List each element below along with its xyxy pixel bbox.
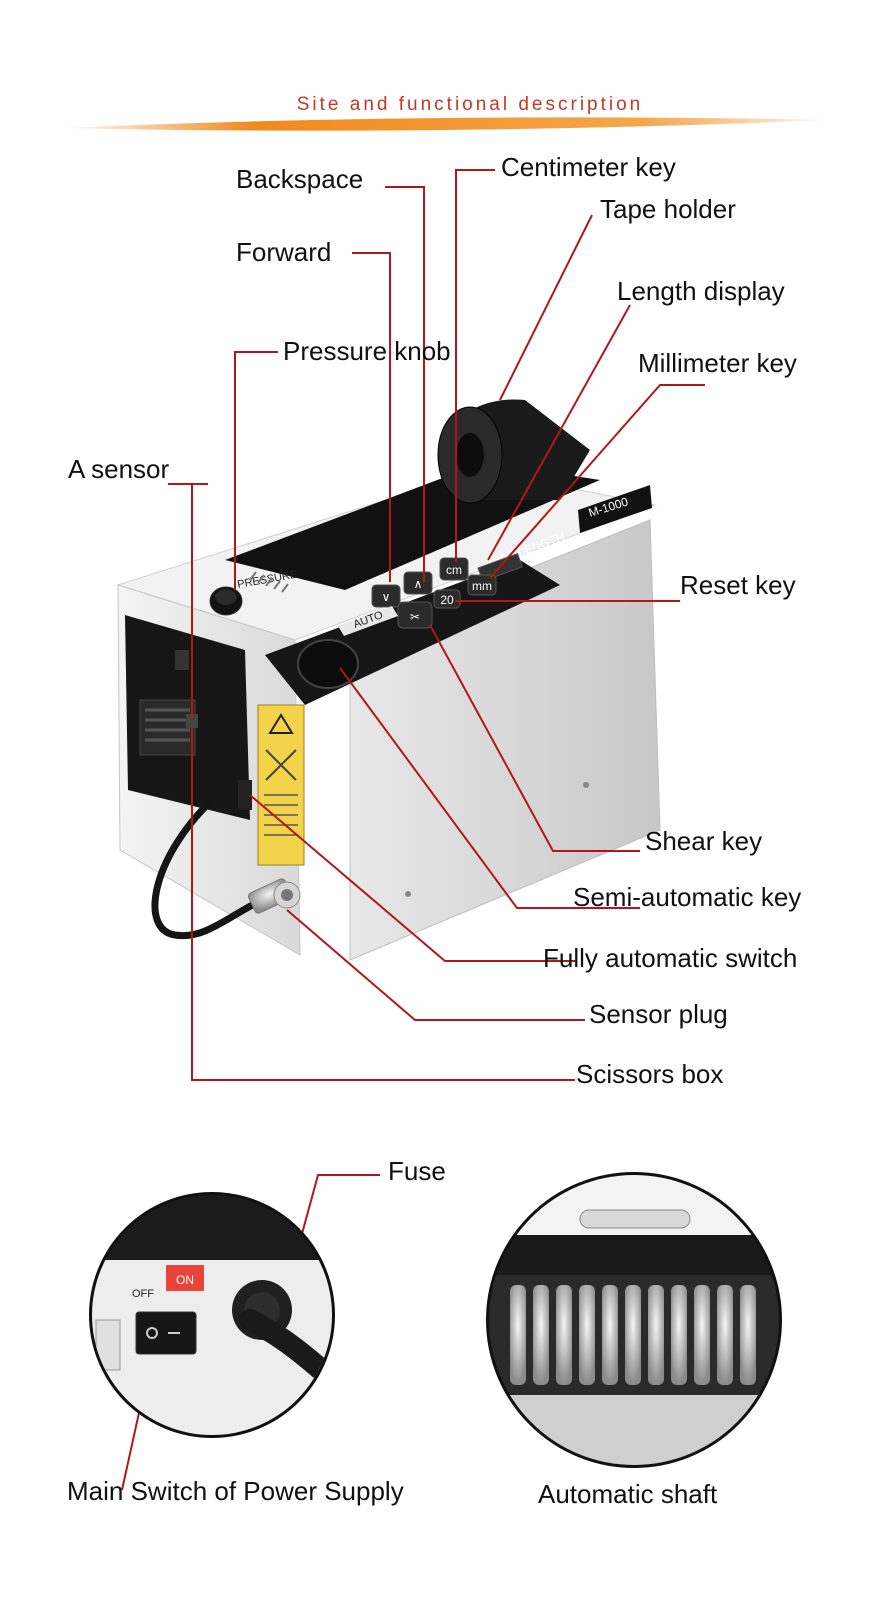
leader-millimeter xyxy=(489,384,705,579)
power-cord xyxy=(239,1309,332,1431)
screw xyxy=(405,891,411,897)
a-sensor xyxy=(186,714,198,728)
label-shear-key: Shear key xyxy=(645,826,762,856)
leader-pressure-knob xyxy=(234,351,278,590)
chevron-down-icon: ∨ xyxy=(382,590,391,604)
key-reset-label: 20 xyxy=(440,593,454,607)
label-fully-automatic-switch: Fully automatic switch xyxy=(543,943,797,973)
label-semi-automatic-key: Semi-automatic key xyxy=(573,882,801,912)
label-main-switch: Main Switch of Power Supply xyxy=(67,1476,404,1506)
key-cm-label: cm xyxy=(446,563,462,577)
fully-automatic-switch[interactable] xyxy=(238,780,252,810)
model-badge xyxy=(578,485,652,533)
label-tape-holder: Tape holder xyxy=(600,194,736,224)
on-indicator xyxy=(166,1265,204,1291)
chevron-up-icon: ∧ xyxy=(414,577,423,591)
orange-brush-underline xyxy=(60,117,830,131)
label-automatic-shaft: Automatic shaft xyxy=(538,1479,718,1509)
key-reset[interactable]: 20 xyxy=(433,589,461,609)
leader-tape-holder xyxy=(499,214,593,401)
key-forward[interactable]: ∧ xyxy=(403,571,433,595)
warning-sticker xyxy=(257,704,305,866)
leader-forward xyxy=(352,252,391,582)
shaft-rollers xyxy=(510,1285,756,1385)
vent-stripes xyxy=(249,571,289,593)
label-a-sensor: A sensor xyxy=(68,454,170,484)
leader-sensor-plug xyxy=(286,909,585,1021)
key-backspace[interactable]: ∨ xyxy=(371,584,401,608)
sensor-cable xyxy=(151,796,266,940)
key-millimeter[interactable]: mm xyxy=(467,574,497,596)
callout-labels: Backspace Centimeter key Tape holder For… xyxy=(67,152,801,1509)
screw xyxy=(583,782,589,788)
sensor-plug xyxy=(248,878,301,914)
key-centimeter[interactable]: cm xyxy=(439,557,469,581)
key-mm-label: mm xyxy=(472,579,492,593)
leader-fully-automatic xyxy=(249,794,575,962)
scissors-icon: ✂ xyxy=(410,610,420,624)
key-semi-automatic[interactable] xyxy=(297,639,359,689)
auto-strip xyxy=(338,606,398,636)
label-centimeter-key: Centimeter key xyxy=(501,152,676,182)
leader-semi-automatic xyxy=(339,667,640,909)
label-millimeter-key: Millimeter key xyxy=(638,348,797,378)
label-reset-key: Reset key xyxy=(680,570,796,600)
leader-length-display xyxy=(487,304,631,561)
key-shear[interactable]: ✂ xyxy=(397,601,433,629)
detail-automatic-shaft xyxy=(486,1172,782,1468)
leader-shear xyxy=(429,624,640,852)
leader-centimeter xyxy=(455,169,495,562)
label-backspace: Backspace xyxy=(236,164,363,194)
label-sensor-plug: Sensor plug xyxy=(589,999,728,1029)
detail-power-switch: ON OFF xyxy=(89,1192,335,1438)
page-heading: Site and functional description xyxy=(297,94,644,115)
label-scissors-box: Scissors box xyxy=(576,1059,723,1089)
label-pressure-knob: Pressure knob xyxy=(283,336,451,366)
main-power-switch[interactable] xyxy=(135,1311,197,1355)
leader-backspace xyxy=(385,186,425,582)
switch-off-label: OFF xyxy=(132,1288,154,1300)
label-length-display: Length display xyxy=(617,276,785,306)
leader-scissors-box xyxy=(191,728,575,1081)
header: Site and functional description xyxy=(60,94,830,131)
switch-on-label: ON xyxy=(176,1273,194,1287)
label-forward: Forward xyxy=(236,237,331,267)
label-fuse: Fuse xyxy=(388,1156,446,1186)
tape-holder-roll xyxy=(437,399,590,504)
leader-a-sensor xyxy=(168,483,208,718)
pressure-knob[interactable] xyxy=(209,586,243,616)
